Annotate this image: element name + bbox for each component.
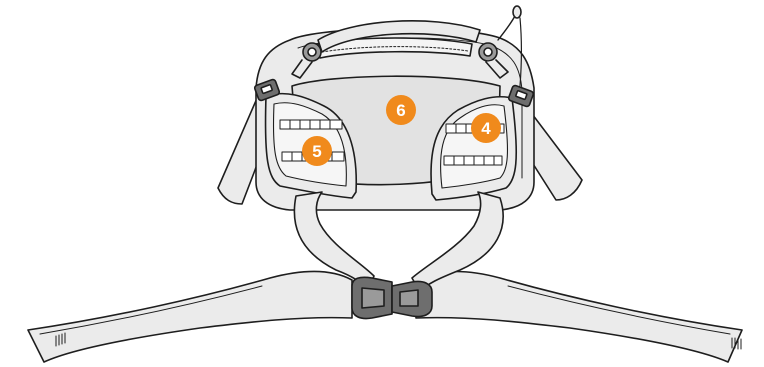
zipper-pull-tab — [513, 6, 521, 18]
callout-5-number: 5 — [312, 142, 321, 161]
callout-6-number: 6 — [396, 101, 405, 120]
callout-5: 5 — [302, 136, 332, 166]
callout-4-number: 4 — [481, 119, 491, 138]
zipper-pull-cord — [498, 14, 516, 40]
callout-4: 4 — [471, 113, 501, 143]
front-side-release-buckle — [352, 277, 432, 318]
right-hip-belt-wing — [416, 272, 742, 363]
left-hip-belt-wing — [28, 272, 352, 363]
callout-6: 6 — [386, 95, 416, 125]
